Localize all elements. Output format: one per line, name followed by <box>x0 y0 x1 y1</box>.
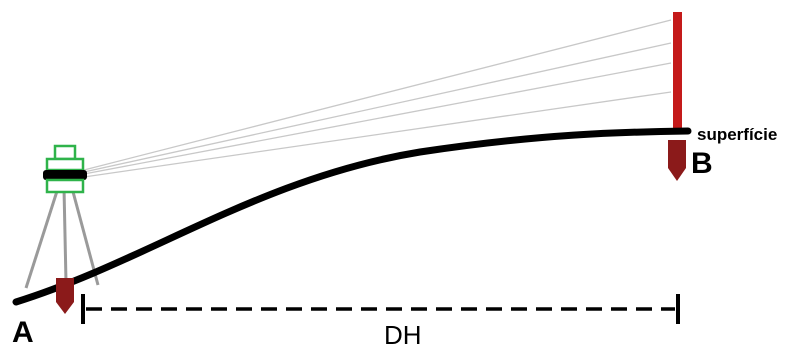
surface-label: superfície <box>697 125 777 144</box>
sight-line-lower <box>83 91 672 178</box>
horizontal-distance-dimension <box>81 294 680 324</box>
tripod <box>24 187 100 289</box>
tripod-leg-right <box>70 187 100 286</box>
sight-line-top <box>83 19 672 171</box>
level-instrument-icon <box>43 144 87 194</box>
leveling-rod-icon <box>673 12 682 132</box>
sight-line-middle <box>83 62 672 175</box>
horizontal-distance-label: DH <box>384 320 422 350</box>
tripod-leg-middle <box>62 187 68 283</box>
survey-stake-icon <box>56 278 74 314</box>
sight-lines <box>83 19 672 178</box>
sight-line-upper <box>83 42 672 173</box>
survey-stake-icon <box>668 140 686 181</box>
ground-surface-line <box>12 127 692 306</box>
tripod-leg-left <box>24 187 60 289</box>
point-a-label: A <box>12 316 34 349</box>
point-b-label: B <box>691 147 713 180</box>
